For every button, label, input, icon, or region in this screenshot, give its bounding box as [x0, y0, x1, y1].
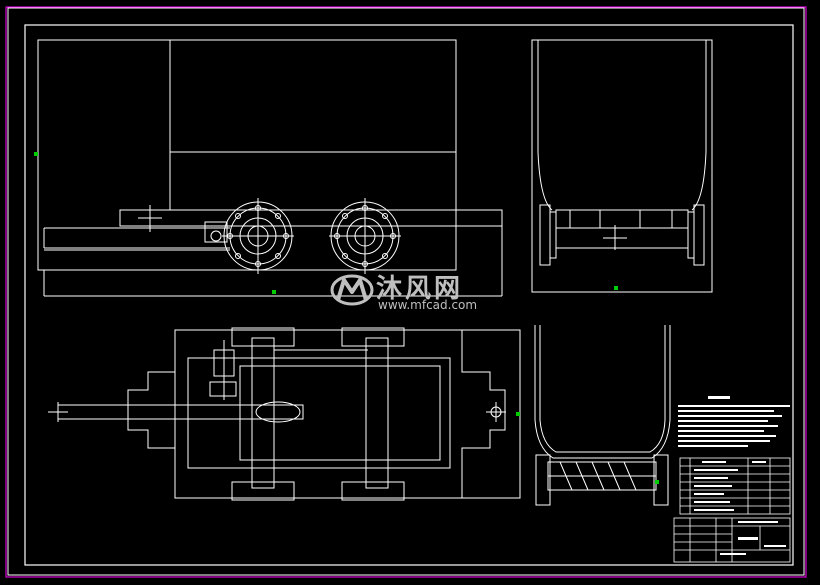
outer-frame — [7, 7, 805, 576]
parts-list — [679, 457, 791, 515]
technical-notes — [678, 396, 790, 447]
top-wheel-1b — [231, 481, 295, 501]
mf-logo-icon — [330, 274, 374, 306]
snap-marker — [34, 152, 38, 156]
watermark: 沐风网 www.mfcad.com — [330, 268, 500, 314]
snap-marker — [655, 480, 659, 484]
cad-snap-markers — [34, 152, 659, 484]
snap-marker — [516, 412, 520, 416]
front-wheel-2 — [329, 198, 401, 274]
top-wheel-1a — [231, 327, 295, 347]
drawbar — [57, 404, 304, 420]
top-wheel-2b — [341, 481, 405, 501]
watermark-brand: 沐风网 — [376, 274, 464, 304]
side-view — [531, 39, 713, 293]
top-view — [48, 327, 521, 501]
chassis-frame — [119, 209, 503, 227]
watermark-url: www.mfcad.com — [378, 298, 478, 312]
section-view — [534, 325, 671, 506]
top-wheel-2a — [341, 327, 405, 347]
side-wheel-left — [539, 204, 551, 266]
snap-marker — [272, 290, 276, 294]
axle-1 — [251, 337, 275, 489]
section-wheel-right — [653, 454, 669, 506]
front-wheel-1 — [222, 198, 294, 274]
outer-frame-accent — [5, 6, 807, 578]
side-wheel-right — [687, 211, 695, 259]
title-block — [673, 517, 791, 563]
top-view-outline — [174, 329, 521, 499]
parts-list-text — [694, 461, 766, 511]
section-wheel-left — [535, 454, 551, 506]
side-view-outline — [531, 39, 713, 293]
inner-frame — [24, 24, 794, 566]
front-view — [37, 39, 503, 297]
title-block-text — [720, 521, 786, 555]
snap-marker — [614, 286, 618, 290]
axle-2 — [365, 337, 389, 489]
